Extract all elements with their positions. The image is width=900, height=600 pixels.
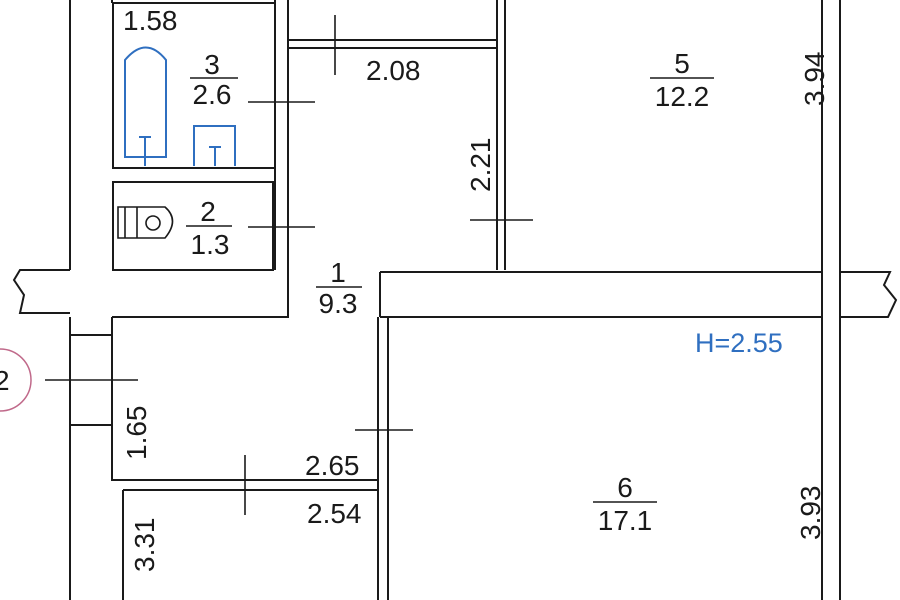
- dim-hall-side: 2.21: [465, 138, 496, 193]
- dim-kitchen-depth: 3.31: [129, 518, 160, 573]
- room-area: 2.6: [193, 79, 232, 110]
- marker-circle: 2: [0, 348, 32, 412]
- room-area: 17.1: [598, 505, 653, 536]
- room-3-label: 3 2.6: [190, 49, 238, 110]
- room-6-label: 6 17.1: [593, 472, 657, 536]
- room-1-label: 1 9.3: [316, 257, 362, 319]
- room-number: 5: [674, 48, 690, 79]
- dim-hall-top: 2.08: [366, 55, 421, 86]
- dimension-ticks: [45, 15, 533, 515]
- room-number: 2: [200, 196, 216, 227]
- room-number: 6: [617, 472, 633, 503]
- room-number: 1: [330, 257, 346, 288]
- dim-corridor-width: 2.65: [305, 450, 360, 481]
- dim-room5-depth: 3.94: [799, 52, 830, 107]
- toilet-icon: [117, 206, 174, 239]
- dim-kitchen-width: 2.54: [307, 498, 362, 529]
- room-area: 12.2: [655, 81, 710, 112]
- room-area: 9.3: [319, 288, 358, 319]
- dim-bath-width: 1.58: [123, 5, 178, 36]
- ceiling-height-label: H=2.55: [695, 328, 783, 358]
- dim-room6-depth: 3.93: [795, 486, 826, 541]
- sink-icon: [193, 125, 236, 166]
- room-area: 1.3: [191, 229, 230, 260]
- room-2-label: 2 1.3: [186, 196, 232, 260]
- room-number: 3: [204, 49, 220, 80]
- dim-corridor-side: 1.65: [121, 406, 152, 461]
- walls: [12, 0, 898, 600]
- bathtub-icon: [124, 46, 167, 166]
- marker-label: 2: [0, 365, 10, 396]
- room-5-label: 5 12.2: [650, 48, 714, 112]
